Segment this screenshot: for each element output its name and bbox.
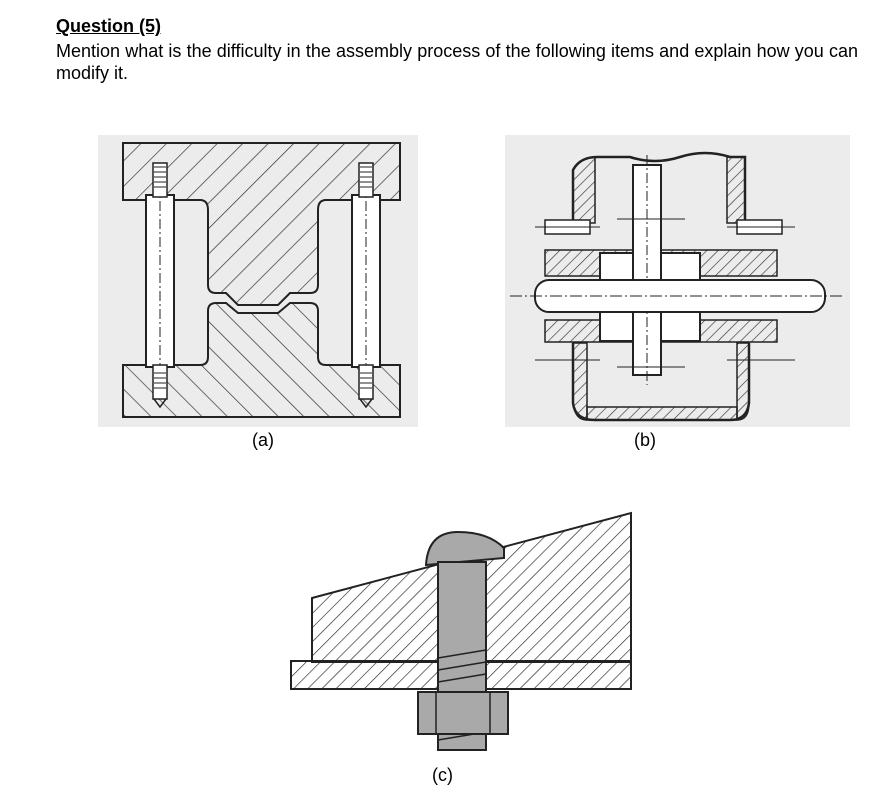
question-text: Mention what is the difficulty in the as… (56, 41, 858, 83)
figure-a-caption: (a) (252, 430, 274, 450)
figure-b-drawing (505, 135, 850, 427)
question-heading: Question (5) (56, 16, 162, 36)
figure-a-drawing (98, 135, 418, 427)
figure-c-caption: (c) (432, 765, 453, 785)
figure-c-drawing (288, 510, 634, 755)
figure-b-caption: (b) (634, 430, 656, 450)
